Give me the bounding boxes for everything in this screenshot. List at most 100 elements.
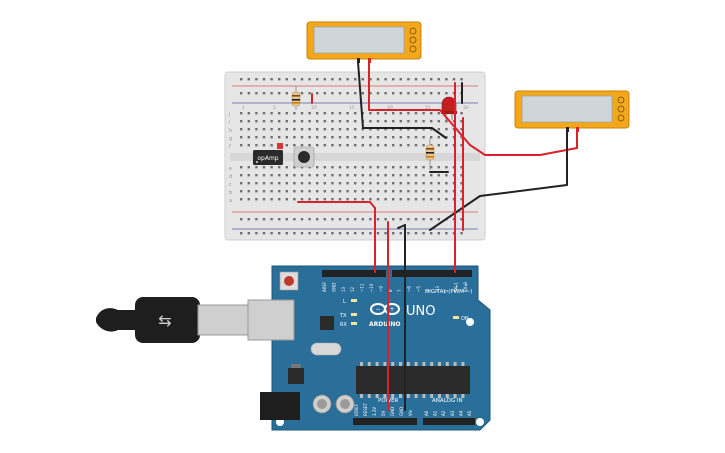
breadboard-hole — [376, 166, 380, 169]
breadboard-hole — [255, 166, 258, 169]
breadboard-hole — [255, 120, 258, 123]
digital-label: DIGITAL (PWM ~) — [425, 289, 472, 295]
multimeter-top[interactable] — [306, 21, 422, 63]
breadboard-hole — [285, 218, 288, 221]
led-tx-label: TX — [339, 313, 347, 319]
breadboard-hole — [414, 120, 418, 123]
breadboard-hole — [247, 190, 250, 193]
breadboard-hole — [316, 78, 319, 81]
breadboard-hole — [399, 78, 402, 81]
breadboard-hole — [316, 174, 319, 177]
breadboard-hole — [308, 174, 311, 177]
breadboard-hole — [392, 174, 395, 177]
breadboard-hole — [346, 112, 349, 115]
breadboard-hole — [437, 78, 440, 81]
breadboard-hole — [354, 136, 357, 139]
reset-button[interactable] — [279, 271, 299, 291]
breadboard-hole — [338, 112, 342, 115]
breadboard-hole — [361, 174, 364, 177]
breadboard-hole — [369, 198, 372, 201]
col-number: 10 — [311, 105, 317, 111]
wires[interactable] — [297, 61, 578, 411]
resistor-2[interactable] — [425, 138, 435, 170]
breadboard-hole — [308, 112, 311, 115]
breadboard-hole — [445, 144, 448, 147]
breadboard-hole — [399, 218, 402, 221]
pin-label: 13 — [341, 286, 346, 292]
breadboard-hole — [460, 198, 463, 201]
breadboard-hole — [255, 232, 258, 235]
breadboard-hole — [422, 92, 425, 95]
breadboard-hole — [422, 128, 425, 131]
breadboard-hole — [445, 120, 448, 123]
pin-label: 5V — [381, 410, 386, 416]
opamp-ic[interactable]: opAmp — [253, 143, 283, 165]
pin-label: A3 — [450, 410, 455, 416]
power-jack[interactable] — [260, 392, 300, 420]
breadboard-hole — [270, 182, 273, 185]
breadboard-hole — [240, 198, 243, 201]
breadboard-hole — [354, 190, 357, 193]
breadboard-hole — [437, 232, 440, 235]
breadboard-hole — [240, 174, 243, 177]
multimeter-right[interactable] — [514, 90, 630, 132]
breadboard-hole — [262, 166, 266, 169]
chip-pin — [445, 362, 449, 366]
breadboard[interactable]: j i h g f e d c b a 1 5 10 15 20 25 30 — [224, 71, 486, 241]
breadboard-hole — [430, 174, 433, 177]
resistor-1[interactable] — [291, 86, 301, 110]
usb-cable[interactable]: ⇆ — [96, 297, 249, 343]
breadboard-hole — [376, 92, 380, 95]
breadboard-hole — [270, 190, 273, 193]
breadboard-hole — [262, 174, 266, 177]
breadboard-hole — [460, 78, 463, 81]
breadboard-hole — [407, 120, 410, 123]
breadboard-hole — [430, 92, 433, 95]
breadboard-hole — [346, 78, 349, 81]
breadboard-hole — [262, 232, 266, 235]
usb-port[interactable] — [247, 299, 295, 341]
breadboard-hole — [399, 128, 402, 131]
breadboard-hole — [369, 218, 372, 221]
breadboard-hole — [300, 92, 304, 95]
pin-label: RESET — [363, 403, 368, 416]
breadboard-hole — [316, 92, 319, 95]
breadboard-hole — [376, 174, 380, 177]
breadboard-hole — [354, 144, 357, 147]
pin-label: A2 — [441, 410, 446, 416]
breadboard-hole — [430, 182, 433, 185]
breadboard-hole — [240, 120, 243, 123]
chip-pin — [375, 394, 379, 398]
chip-pin — [399, 362, 402, 366]
breadboard-hole — [445, 198, 448, 201]
breadboard-hole — [384, 190, 387, 193]
breadboard-hole — [361, 144, 364, 147]
breadboard-hole — [384, 198, 387, 201]
breadboard-hole — [316, 190, 319, 193]
col-number: 1 — [242, 105, 245, 111]
model-label: UNO — [406, 304, 435, 319]
breadboard-hole — [308, 232, 311, 235]
breadboard-hole — [300, 112, 304, 115]
breadboard-hole — [300, 198, 304, 201]
breadboard-hole — [376, 136, 380, 139]
breadboard-hole — [399, 120, 402, 123]
breadboard-hole — [422, 218, 425, 221]
breadboard-hole — [369, 190, 372, 193]
pin-label: AREF — [322, 281, 327, 292]
breadboard-hole — [278, 218, 281, 221]
breadboard-hole — [247, 112, 250, 115]
breadboard-hole — [407, 166, 410, 169]
breadboard-hole — [376, 198, 380, 201]
digital-header — [322, 270, 472, 277]
chip-pin — [367, 362, 371, 366]
red-led[interactable] — [441, 96, 457, 120]
breadboard-hole — [331, 136, 334, 139]
breadboard-hole — [354, 198, 357, 201]
push-button[interactable] — [293, 146, 315, 168]
breadboard-hole — [445, 92, 448, 95]
row-letter: d — [229, 174, 232, 180]
pin-label: A1 — [433, 410, 438, 416]
